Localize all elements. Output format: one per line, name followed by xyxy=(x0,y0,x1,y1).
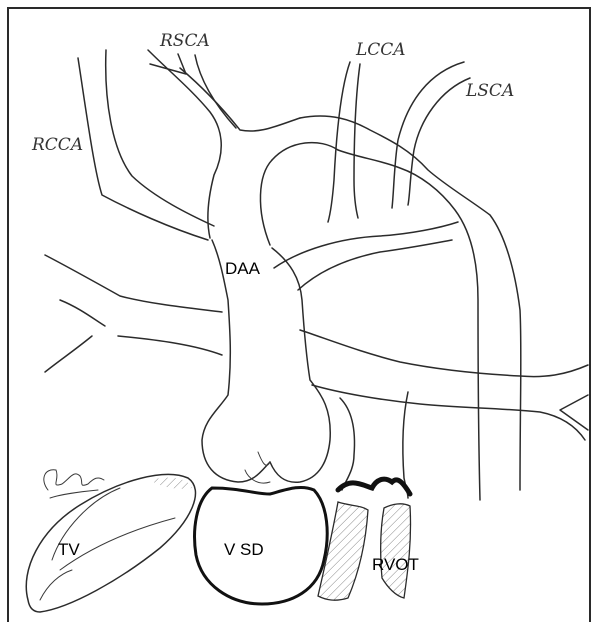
signature-scribble xyxy=(44,470,104,498)
label-lsca: LSCA xyxy=(465,81,514,101)
rvot-walls xyxy=(318,502,411,600)
descending-trunk xyxy=(202,240,330,483)
rcca-vessel xyxy=(78,50,214,240)
label-rsca: RSCA xyxy=(159,31,210,51)
label-tv: TV xyxy=(58,540,80,559)
tv-outline xyxy=(26,474,195,612)
aortic-arch xyxy=(260,116,520,500)
rvot-stem xyxy=(338,392,410,498)
label-lcca: LCCA xyxy=(355,40,406,60)
lsca-vessel xyxy=(392,62,470,208)
label-daa: DAA xyxy=(225,259,261,278)
rsca-vessel xyxy=(148,50,300,238)
lcca-vessel xyxy=(328,62,360,222)
label-vsd: V SD xyxy=(224,540,264,559)
label-rcca: RCCA xyxy=(31,135,83,155)
left-pulmonary-branch xyxy=(274,222,588,440)
rvot-rim xyxy=(338,479,410,494)
right-pulmonary-branch xyxy=(45,255,222,372)
label-rvot: RVOT xyxy=(372,555,419,574)
